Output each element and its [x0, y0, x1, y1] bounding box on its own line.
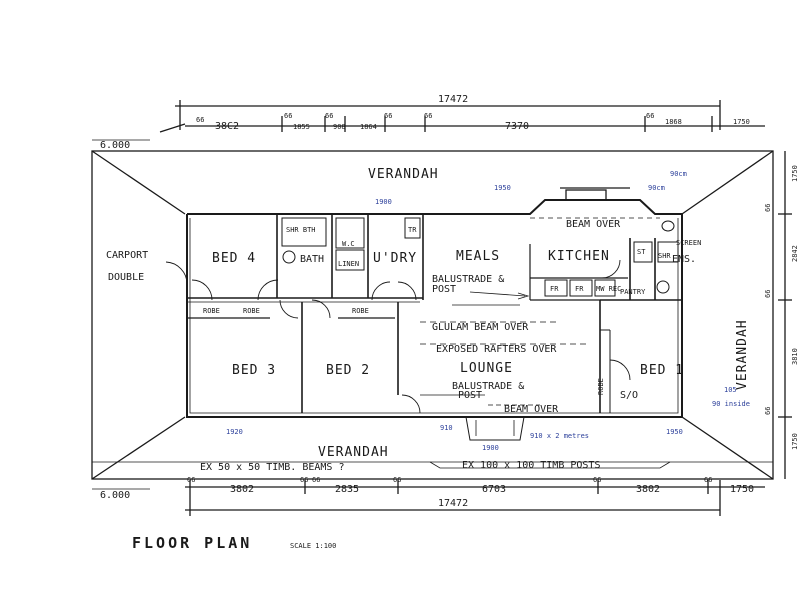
timber-beams-note: EX 50 x 50 TIMB. BEAMS ?	[200, 462, 345, 473]
robe-bed3-label: ROBE	[203, 307, 220, 315]
robe-bed1-label: ROBE	[597, 378, 605, 395]
pantry-label: PANTRY	[620, 288, 646, 296]
fridge-label-1: FR	[550, 285, 559, 293]
dim-top-6: 1868	[665, 118, 682, 126]
dim-bottom-small-2: 66	[300, 476, 308, 484]
dim-left-top: 6.000	[100, 140, 130, 151]
linework	[91, 100, 792, 516]
dim-top-small-3: 66	[325, 112, 333, 120]
dim-right-3: 2842	[791, 245, 799, 262]
dim-top-7: 1750	[733, 118, 750, 126]
dim-right-5: 3810	[791, 348, 799, 365]
shower-bath-label: SHR BTH	[286, 226, 316, 234]
hw-note-910-left: 910	[440, 424, 453, 432]
hw-note-90-inside: 90 inside	[712, 400, 750, 408]
dim-right-7: 1750	[791, 433, 799, 450]
hw-note-90cm-b: 90cm	[670, 170, 687, 178]
balustrade-note-1-post: POST	[432, 284, 456, 295]
verandah-top-label: VERANDAH	[368, 167, 439, 182]
dim-bottom-small-1: 66	[187, 476, 195, 484]
room-bed2: BED 2	[326, 363, 370, 378]
wc-label: W.C	[342, 240, 355, 248]
balustrade-note-1: BALUSTRADE &	[432, 274, 504, 285]
room-ensuite: ENS.	[672, 254, 696, 265]
dim-bottom-3: 6703	[482, 484, 506, 495]
hw-note-1900-top: 1900	[375, 198, 392, 206]
st-label: ST	[637, 248, 646, 256]
room-bath: BATH	[300, 254, 324, 265]
fridge-label-2: FR	[575, 285, 584, 293]
dim-overall-bottom: 17472	[438, 498, 468, 509]
glulam-note: GLULAM BEAM OVER	[432, 322, 529, 333]
beam-over-kitchen-note: BEAM OVER	[566, 219, 621, 230]
dim-bottom-small-4: 66	[393, 476, 401, 484]
linen-label: LINEN	[338, 260, 359, 268]
verandah-bottom-label: VERANDAH	[318, 445, 389, 460]
room-bed1: BED 1	[640, 363, 684, 378]
dim-bottom-2: 2835	[335, 484, 359, 495]
hw-note-105: 105	[724, 386, 737, 394]
dim-top-5: 7370	[505, 121, 529, 132]
dim-right-1: 1750	[791, 165, 799, 182]
dim-bottom-small-5: 66	[593, 476, 601, 484]
room-bed4: BED 4	[212, 251, 256, 266]
dim-right-2: 66	[764, 204, 772, 212]
dim-top-small-4: 66	[384, 112, 392, 120]
dim-top-small-5: 66	[424, 112, 432, 120]
drawing-scale: SCALE 1:100	[290, 542, 336, 550]
dim-right-6: 66	[764, 407, 772, 415]
screen-label: SCREEN	[676, 239, 701, 247]
beam-over-lounge-note: BEAM OVER	[504, 404, 559, 415]
drawing-title: FLOOR PLAN	[132, 534, 252, 552]
dim-top-small-1: 66	[196, 116, 204, 124]
robe-bed4-label: ROBE	[243, 307, 260, 315]
verandah-right-label: VERANDAH	[735, 319, 750, 390]
dim-top-2: 1855	[293, 123, 310, 131]
dim-overall-top: 17472	[438, 94, 468, 105]
hw-note-90cm: 90cm	[648, 184, 665, 192]
room-kitchen: KITCHEN	[548, 249, 610, 264]
room-meals: MEALS	[456, 249, 500, 264]
balustrade-note-2: BALUSTRADE &	[452, 381, 524, 392]
room-bed3: BED 3	[232, 363, 276, 378]
dim-top-1: 38C2	[215, 121, 239, 132]
dim-bottom-small-6: 66	[704, 476, 712, 484]
exposed-rafters-note: EXPOSED RAFTERS OVER	[436, 344, 557, 355]
carport-type-label: DOUBLE	[108, 272, 144, 283]
hw-note-1950-right: 1950	[666, 428, 683, 436]
dim-top-small-2: 66	[284, 112, 292, 120]
dim-bottom-5: 1750	[730, 484, 754, 495]
dim-top-4: 1864	[360, 123, 377, 131]
shr-label: SHR	[658, 252, 671, 260]
room-laundry: U'DRY	[373, 251, 417, 266]
dim-top-3: 908	[333, 123, 346, 131]
hw-note-1950-top: 1950	[494, 184, 511, 192]
tr-label: TR	[408, 226, 417, 234]
hw-note-910-2: 910 x 2 metres	[530, 432, 589, 440]
dim-top-small-6: 66	[646, 112, 654, 120]
robe-bed2-label: ROBE	[352, 307, 369, 315]
hw-note-1900-bottom: 1900	[482, 444, 499, 452]
dim-bottom-small-3: 66	[312, 476, 320, 484]
dim-bottom-4: 3802	[636, 484, 660, 495]
balustrade-note-2-post: POST	[458, 390, 482, 401]
timber-posts-note: EX 100 x 100 TIMB POSTS	[462, 460, 600, 471]
dim-bottom-1: 3802	[230, 484, 254, 495]
room-lounge: LOUNGE	[460, 361, 513, 376]
carport-label: CARPORT	[106, 250, 148, 261]
dim-left-bottom: 6.000	[100, 490, 130, 501]
so-label: S/O	[620, 390, 638, 401]
mw-rec-label: MW REC	[596, 285, 621, 293]
hw-note-1920: 1920	[226, 428, 243, 436]
dim-right-4: 66	[764, 290, 772, 298]
